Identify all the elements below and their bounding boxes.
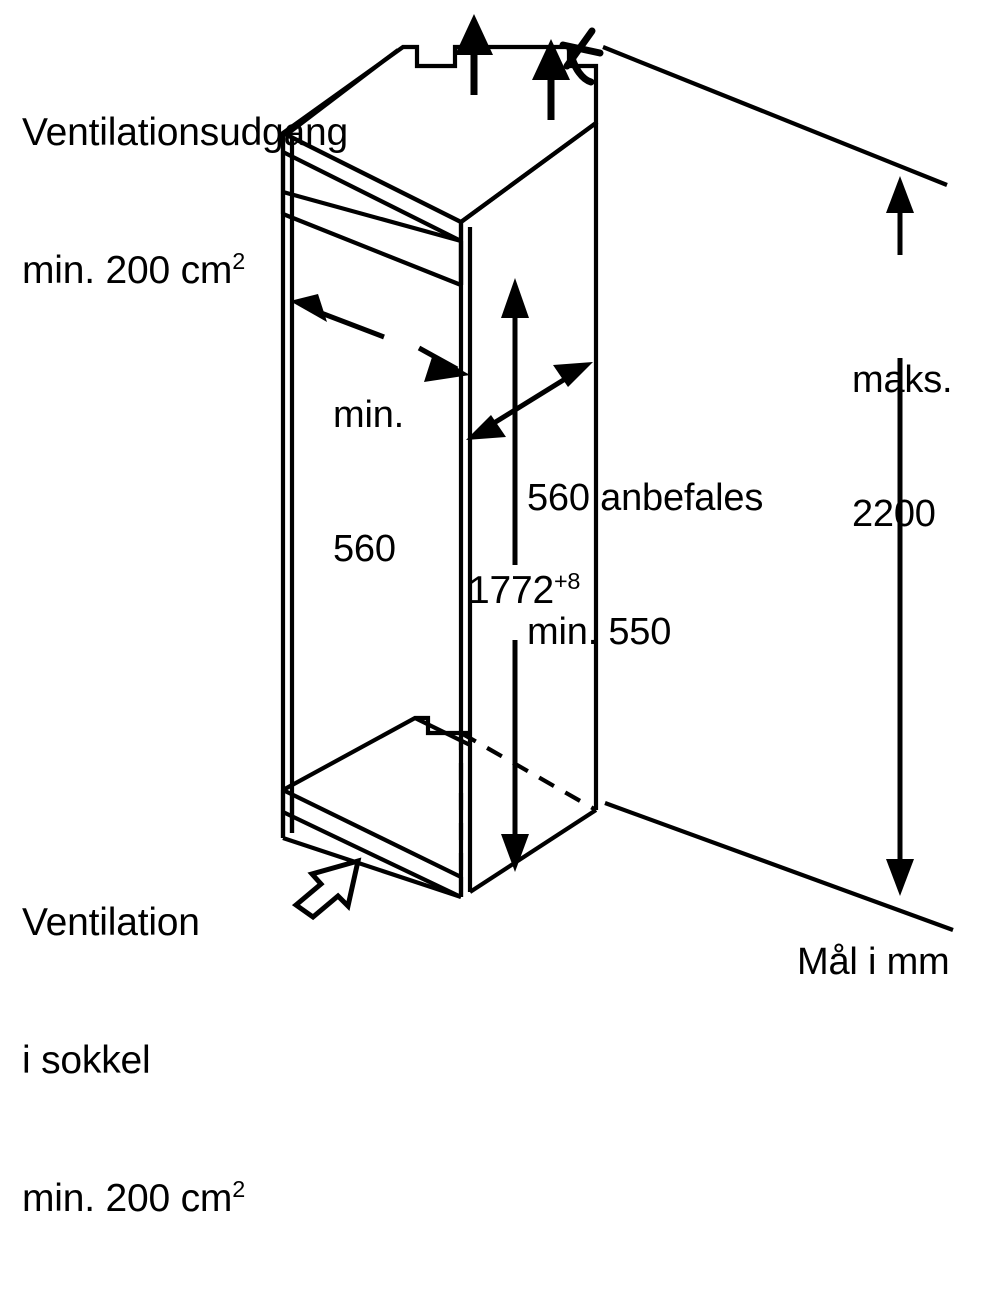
label-niche-depth: 560 anbefales min. 550: [527, 386, 763, 745]
cabinet-bottom-panel: [280, 715, 598, 899]
label-ventilation-top-line1: Ventilationsudgang: [22, 111, 349, 155]
dimension-max-height: [886, 176, 914, 896]
label-niche-depth-line1: 560 anbefales: [527, 476, 764, 519]
label-niche-width-line2: 560: [333, 528, 396, 571]
cabinet-front-edge: [458, 222, 473, 897]
label-ventilation-bottom-superscript: 2: [232, 1176, 246, 1203]
label-ventilation-bottom: Ventilation i sokkel min. 200 cm2: [22, 808, 245, 1314]
dimension-niche-width: [290, 294, 470, 382]
label-niche-height-tolerance: +8: [553, 568, 581, 594]
label-ventilation-bottom-line3: min. 200 cm2: [22, 1176, 245, 1222]
dimension-niche-height: [501, 278, 529, 872]
label-niche-width-line1: min.: [333, 393, 404, 436]
label-max-height-line1: maks.: [852, 358, 953, 401]
label-ventilation-bottom-line2: i sokkel: [22, 1039, 151, 1083]
label-niche-height-value: 1772: [468, 569, 554, 612]
cabinet-body: [278, 44, 599, 899]
airflow-up-arrow-right: [532, 39, 570, 120]
cabinet-niche-isometric-drawing: [278, 14, 954, 932]
label-ventilation-top-superscript: 2: [232, 248, 246, 275]
airflow-inlet-arrow: [291, 857, 362, 921]
cabinet-left-panel: [280, 133, 295, 838]
dimension-niche-depth: [466, 362, 593, 440]
leader-max-height: [602, 45, 954, 932]
label-max-height-line2: 2200: [852, 493, 936, 536]
label-ventilation-top: Ventilationsudgang min. 200 cm2: [22, 18, 348, 386]
label-units: Mål i mm: [797, 941, 950, 983]
label-ventilation-bottom-line3-text: min. 200 cm: [22, 1177, 233, 1221]
label-niche-height: 1772+8: [468, 568, 580, 614]
airflow-up-arrow-left: [455, 14, 493, 95]
label-niche-depth-line2: min. 550: [527, 611, 672, 654]
label-niche-width: min. 560: [333, 303, 404, 662]
label-max-height: maks. 2200: [852, 268, 953, 627]
label-ventilation-top-line2-text: min. 200 cm: [22, 249, 233, 293]
leader-vent-top: [284, 48, 400, 137]
label-ventilation-bottom-line1: Ventilation: [22, 901, 200, 945]
label-ventilation-top-line2: min. 200 cm2: [22, 248, 348, 294]
leader-endpoint-marker: [559, 27, 604, 86]
drawing-canvas: Ventilationsudgang min. 200 cm2 min. 560…: [22, 14, 954, 1221]
hidden-edges: [458, 731, 598, 877]
